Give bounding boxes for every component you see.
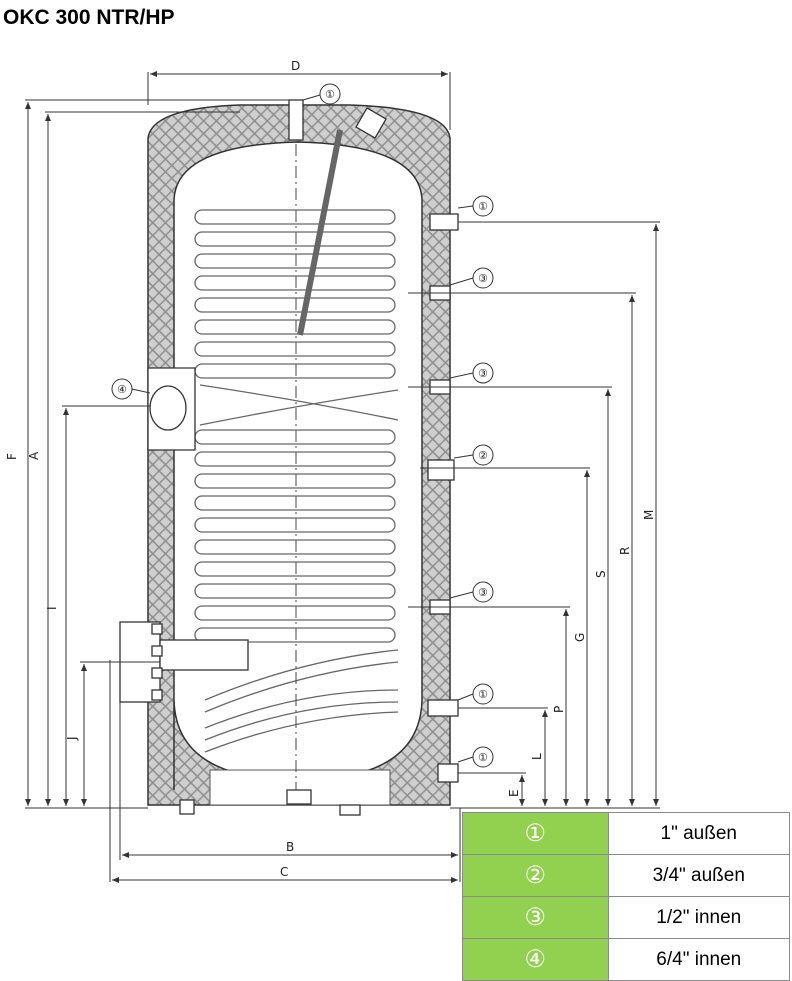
callout-num-right-2: ③ bbox=[478, 272, 488, 285]
dim-label-R: R bbox=[618, 547, 632, 555]
dim-label-P: P bbox=[552, 706, 566, 713]
dim-label-A: A bbox=[27, 451, 41, 460]
dim-label-F: F bbox=[5, 453, 19, 460]
connection-size-legend: ① 1" außen ② 3/4" außen ③ 1/2" innen ④ 6… bbox=[462, 812, 791, 981]
inspection-port bbox=[147, 367, 196, 451]
dim-label-S: S bbox=[594, 570, 608, 578]
callout-right-5 bbox=[472, 581, 494, 603]
callout-left bbox=[111, 378, 133, 400]
legend-size: 3/4" außen bbox=[607, 854, 791, 897]
callout-right-3 bbox=[472, 362, 494, 384]
dim-label-D: D bbox=[291, 59, 300, 73]
callout-right-1 bbox=[472, 195, 494, 217]
legend-symbol: ③ bbox=[462, 896, 609, 939]
legend-size: 1" außen bbox=[607, 812, 791, 855]
callout-num-right-6: ① bbox=[478, 688, 488, 701]
legend-row: ② 3/4" außen bbox=[462, 854, 791, 897]
callout-num-top: ① bbox=[325, 88, 335, 101]
legend-row: ④ 6/4" innen bbox=[462, 938, 791, 981]
callout-num-right-4: ② bbox=[478, 449, 488, 462]
callout-right-2 bbox=[472, 267, 494, 289]
legend-size: 1/2" innen bbox=[607, 896, 791, 939]
callout-num-left: ④ bbox=[117, 383, 127, 396]
drawing-title: OKC 300 NTR/HP bbox=[3, 6, 175, 29]
bottom-connections bbox=[179, 789, 361, 816]
lower-heat-exchanger-coil bbox=[204, 649, 399, 753]
dip-tube bbox=[297, 129, 343, 336]
callout-num-right-7: ① bbox=[478, 751, 488, 764]
dimension-B-C bbox=[109, 660, 461, 883]
left-vertical-dimensions bbox=[25, 99, 296, 809]
legend-row: ③ 1/2" innen bbox=[462, 896, 791, 939]
legend-symbol: ④ bbox=[462, 938, 609, 981]
legend-symbol: ② bbox=[462, 854, 609, 897]
dim-label-L: L bbox=[530, 753, 544, 760]
callout-num-right-5: ③ bbox=[478, 586, 488, 599]
dim-label-G: G bbox=[573, 633, 587, 642]
dim-label-B: B bbox=[286, 840, 294, 854]
top-connections bbox=[288, 99, 387, 141]
dim-label-E: E bbox=[507, 789, 521, 797]
dim-label-M: M bbox=[642, 510, 656, 520]
dim-label-C: C bbox=[280, 865, 288, 879]
callout-top bbox=[319, 83, 341, 105]
legend-symbol: ① bbox=[462, 812, 609, 855]
callout-num-right-3: ③ bbox=[478, 367, 488, 380]
upper-heat-exchanger-coil bbox=[194, 209, 399, 643]
callout-leaders bbox=[131, 94, 474, 763]
dim-label-J: J bbox=[65, 736, 79, 741]
callout-right-4 bbox=[472, 444, 494, 466]
callouts bbox=[111, 83, 494, 768]
callout-num-right-1: ① bbox=[478, 200, 488, 213]
callout-right-6 bbox=[472, 683, 494, 705]
legend-size: 6/4" innen bbox=[607, 938, 791, 981]
legend-row: ① 1" außen bbox=[462, 812, 791, 855]
callout-right-7 bbox=[472, 746, 494, 768]
dim-label-I: I bbox=[45, 606, 59, 610]
right-vertical-dimensions bbox=[408, 221, 660, 809]
